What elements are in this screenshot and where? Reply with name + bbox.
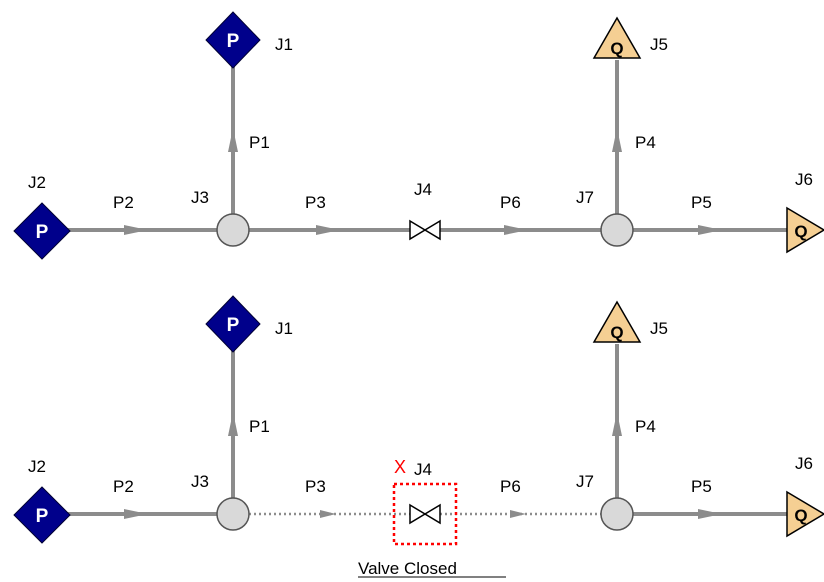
label-p2: P2 [113,193,134,212]
label-p2: P2 [113,477,134,496]
label-j6: J6 [795,170,813,189]
label-p5: P5 [691,477,712,496]
junction-j7[interactable] [600,213,634,247]
flow-arrow-p2 [124,225,148,235]
junction-j2-pressure[interactable]: P [13,486,71,544]
junction-j2-pressure[interactable]: P [13,202,71,260]
flow-arrow-p5 [698,509,722,519]
label-j5: J5 [650,319,668,338]
diagram-closed: P P Q Q J1 J2 J3 X J4 [13,295,824,578]
junction-j1-pressure[interactable]: P [205,11,261,69]
flow-arrow-p6 [504,225,528,235]
pressure-symbol: P [227,315,240,336]
valve-closed-caption: Valve Closed [358,559,457,578]
closed-marker: X [394,457,406,477]
label-p5: P5 [691,193,712,212]
label-p1: P1 [249,133,270,152]
flow-arrow-p2 [124,509,148,519]
flow-arrow-p1 [228,128,238,152]
pressure-symbol: P [36,506,49,527]
valve-j4[interactable] [409,503,441,525]
flow-arrow-p5 [698,225,722,235]
label-j4: J4 [414,460,432,479]
junction-j6-flow[interactable]: Q [786,490,824,538]
flow-symbol: Q [610,39,623,58]
label-j4: J4 [414,180,432,199]
flow-arrow-p6 [510,510,526,518]
label-p3: P3 [305,193,326,212]
label-j6: J6 [795,454,813,473]
label-p4: P4 [635,133,656,152]
junction-j5-flow[interactable]: Q [592,16,642,59]
flow-symbol: Q [794,222,807,241]
junction-j7[interactable] [600,497,634,531]
junction-j6-flow[interactable]: Q [786,206,824,254]
closed-valve-highlight-box [392,482,458,546]
label-j1: J1 [275,319,293,338]
valve-j4[interactable] [409,219,441,241]
label-p4: P4 [635,417,656,436]
flow-arrow-p4 [612,412,622,436]
flow-symbol: Q [794,506,807,525]
junction-j5-flow[interactable]: Q [592,300,642,343]
label-j7: J7 [576,472,594,491]
label-p1: P1 [249,417,270,436]
junction-j1-pressure[interactable]: P [205,295,261,353]
flow-arrow-p3 [320,510,336,518]
label-j3: J3 [191,472,209,491]
junction-j3[interactable] [216,213,250,247]
pressure-symbol: P [227,31,240,52]
pressure-symbol: P [36,222,49,243]
label-j1: J1 [275,35,293,54]
flow-arrow-p1 [228,412,238,436]
label-j2: J2 [28,457,46,476]
label-p6: P6 [500,477,521,496]
label-j5: J5 [650,35,668,54]
label-p6: P6 [500,193,521,212]
label-j7: J7 [576,188,594,207]
flow-arrow-p3 [316,225,340,235]
flow-arrow-p4 [612,128,622,152]
flow-symbol: Q [610,323,623,342]
label-j2: J2 [28,173,46,192]
junction-j3[interactable] [216,497,250,531]
label-p3: P3 [305,477,326,496]
diagram-open: P P Q Q J1 J2 J3 J4 J5 J6 J7 [13,11,824,260]
label-j3: J3 [191,188,209,207]
